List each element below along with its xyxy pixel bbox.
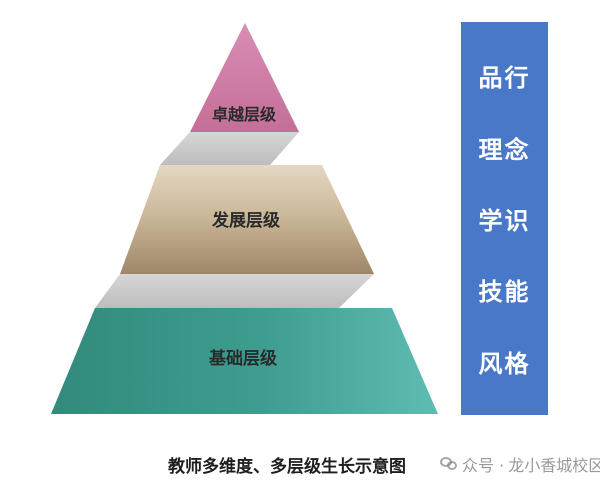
level-top-label: 卓越层级 — [212, 105, 277, 124]
watermark-text: 龙小香城校区 — [508, 456, 600, 475]
connector-top-mid — [160, 132, 299, 165]
dimension-item: 学识 — [478, 206, 531, 235]
dimension-panel: 品行 理念 学识 技能 风格 — [461, 22, 548, 415]
level-mid-shape — [120, 165, 374, 274]
dimension-item: 品行 — [478, 64, 531, 93]
level-top-shape — [190, 23, 299, 132]
dimension-item: 风格 — [478, 349, 531, 378]
level-bottom-label: 基础层级 — [208, 348, 277, 369]
level-mid-label: 发展层级 — [211, 210, 280, 231]
figure-caption: 教师多维度、多层级生长示意图 — [168, 457, 406, 477]
dimension-item: 理念 — [478, 135, 531, 164]
connector-mid-bot — [95, 274, 374, 308]
wechat-icon — [440, 457, 458, 471]
level-bottom-shape — [51, 308, 438, 414]
watermark-prefix: 众号 · — [462, 456, 505, 475]
dimension-item: 技能 — [478, 278, 531, 307]
watermark: 众号 · 龙小香城校区 — [440, 452, 600, 476]
